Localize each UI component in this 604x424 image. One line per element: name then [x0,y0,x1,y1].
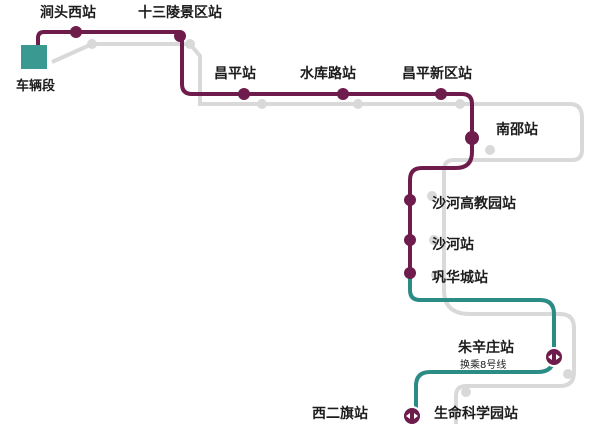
station-dot-icon[interactable] [404,234,416,246]
station-label-shengming[interactable]: 生命科学园站 [434,405,518,422]
station-label-changping[interactable]: 昌平站 [214,65,256,82]
station-label-shuikulu[interactable]: 水库路站 [300,65,356,82]
station-label-gonghuacheng[interactable]: 巩华城站 [432,269,488,286]
station-dot-icon[interactable] [174,30,186,42]
route-line-purple [36,30,474,268]
depot-label: 车辆段 [16,78,55,94]
transfer-station-icon[interactable] [544,347,564,367]
station-label-shisanling[interactable]: 十三陵景区站 [138,4,222,21]
station-dot-icon[interactable] [435,88,447,100]
station-labels: 涧头西站 十三陵景区站 昌平站 水库路站 昌平新区站 南邵站 沙河高教园站 沙河… [40,4,538,422]
station-label-shahe-gaojiao[interactable]: 沙河高教园站 [432,195,516,212]
station-dot-icon[interactable] [238,88,250,100]
transfer-note: 换乘8号线 [460,358,506,371]
station-label-xierqi[interactable]: 西二旗站 [312,405,368,422]
station-label-nanshao[interactable]: 南邵站 [496,121,538,138]
station-label-changping-xinqu[interactable]: 昌平新区站 [402,65,472,82]
depot: 车辆段 [16,45,55,94]
station-dot-icon[interactable] [404,267,416,279]
station-dot-icon[interactable] [70,26,82,38]
station-dot-icon[interactable] [465,131,479,145]
station-markers [70,26,564,424]
station-label-shahe[interactable]: 沙河站 [432,236,474,253]
station-label-zhuxinzhuang[interactable]: 朱辛庄站 [458,339,514,356]
route-line-teal [408,268,556,424]
depot-icon [21,45,47,69]
station-dot-icon[interactable] [337,88,349,100]
ghost-dots [87,39,573,397]
station-label-jiantou-xi[interactable]: 涧头西站 [40,4,96,21]
transfer-station-icon[interactable] [402,406,422,424]
station-dot-icon[interactable] [404,194,416,206]
